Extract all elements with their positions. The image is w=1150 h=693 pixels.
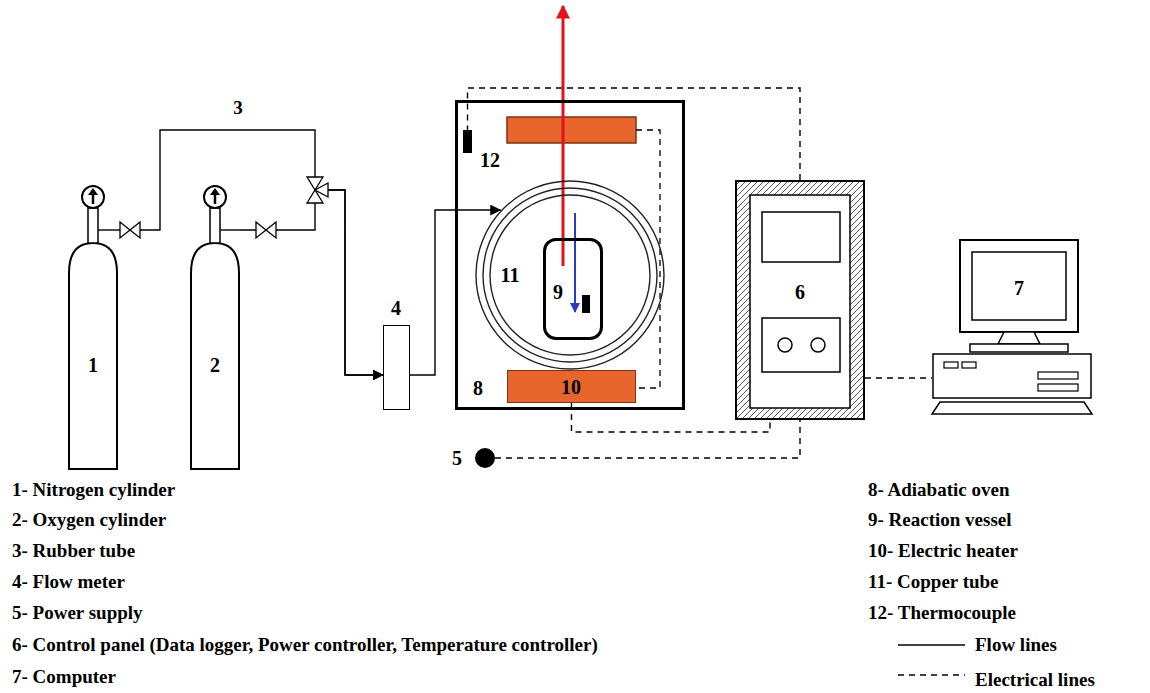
label-holder: 1- Nitrogen cylinder [12,479,175,501]
drawing-part [736,181,864,419]
drawing-part [1038,384,1078,391]
drawing-part [970,344,1068,352]
label-holder: Flow lines [975,634,1057,656]
label-holder: 11- Copper tube [868,571,999,593]
copper-tube: 11 9 [475,180,665,370]
key-entry: 7- Computer [12,666,116,688]
electric-heater [507,117,636,143]
drawing-part [88,188,98,195]
drawing-part [220,229,240,230]
callout-number: 6 [795,281,805,304]
label-holder: 12- Thermocouple [868,602,1016,624]
label-holder: 4- Flow meter [12,571,125,593]
drawing-part [210,188,220,195]
power-supply: 5 [475,448,495,468]
legend-text: Flow lines [975,634,1057,656]
key-entry: 10- Electric heater [868,540,1018,562]
drawing-part [932,402,1092,414]
legend-electrical-sample [898,674,965,676]
key-entry: 4- Flow meter [12,571,125,593]
flow-line [240,190,383,375]
label-holder: 10- Electric heater [868,540,1018,562]
computer-icon [932,238,1094,416]
callout-number: 2 [210,354,220,377]
label-holder: 9- Reaction vessel [868,509,1012,531]
label-holder: 6- Control panel (Data logger, Power con… [12,634,598,656]
drawing-part [69,243,117,469]
label-holder: 5- Power supply [12,602,143,624]
adiabatic-oven: 8 12 11 9 10 [455,100,685,410]
drawing-part [490,195,650,355]
callout-number: 10 [561,376,581,399]
callout-number: 11 [501,264,520,287]
drawing-part [483,188,657,362]
drawing-part [944,362,958,368]
reaction-vessel: 9 [543,238,603,340]
gas-cylinder [190,185,240,470]
label-holder: 2- Oxygen cylinder [12,509,166,531]
gas-cylinder [68,185,118,470]
drawing-part [191,243,239,469]
key-entry: 11- Copper tube [868,571,999,593]
control-panel: 6 [735,180,865,420]
drawing-part [120,222,140,238]
flow-meter: 4 [383,325,410,410]
label-holder: 3 [233,97,243,119]
callout-number: 4 [391,297,401,320]
key-entry: 5- Power supply [12,602,143,624]
callout-number: 12 [480,149,500,172]
inflow-arrow [574,213,576,312]
key-entry: 1- Nitrogen cylinder [12,479,175,501]
valve-symbol [120,177,328,238]
nitrogen-cylinder: 1 [68,185,118,470]
key-entry: 9- Reaction vessel [868,509,1012,531]
drawing-part [933,354,1091,398]
callout-number: 1 [88,354,98,377]
electrical-line [865,377,932,378]
legend-flow-sample [898,644,965,646]
electric-heater: 10 [507,370,636,403]
drawing-part [998,332,1040,344]
thermocouple: 12 [463,130,472,153]
oxygen-cylinder: 2 [190,185,240,470]
key-entry: 2- Oxygen cylinder [12,509,166,531]
key-entry: 8- Adiabatic oven [868,479,1009,501]
key-entry: 12- Thermocouple [868,602,1016,624]
callout-number: 9 [553,281,563,304]
drawing-part [750,195,850,408]
drawing-part [960,240,1078,332]
drawing-part [811,338,825,352]
drawing-part [204,186,226,208]
vessel-thermocouple [582,295,590,313]
drawing-part [972,252,1066,320]
callout-number: 8 [473,377,483,400]
drawing-part [762,212,840,262]
callout-number: 7 [1014,277,1024,300]
drawing-part [762,318,840,372]
drawing-part [778,338,792,352]
label-holder: 8- Adiabatic oven [868,479,1009,501]
drawing-part [98,229,118,230]
label-holder: Electrical lines [975,669,1095,691]
drawing-part [962,362,976,368]
legend-text: Electrical lines [975,669,1095,691]
drawing-part [1038,372,1078,379]
callout-number: 5 [452,447,462,470]
drawing-part [315,183,328,197]
drawing-part [476,181,664,369]
key-entry: 3- Rubber tube [12,540,135,562]
key-entry: 6- Control panel (Data logger, Power con… [12,634,598,656]
drawing-part [88,208,98,243]
drawing-part [256,222,276,238]
outflow-arrow [562,6,565,266]
drawing-part [210,208,220,243]
label-holder: 3- Rubber tube [12,540,135,562]
callout-number: 3 [233,97,243,119]
electrical-line [495,420,800,458]
drawing-part [82,186,104,208]
flow-line [118,130,383,375]
label-holder: 7- Computer [12,666,116,688]
computer: 7 [932,238,1094,416]
